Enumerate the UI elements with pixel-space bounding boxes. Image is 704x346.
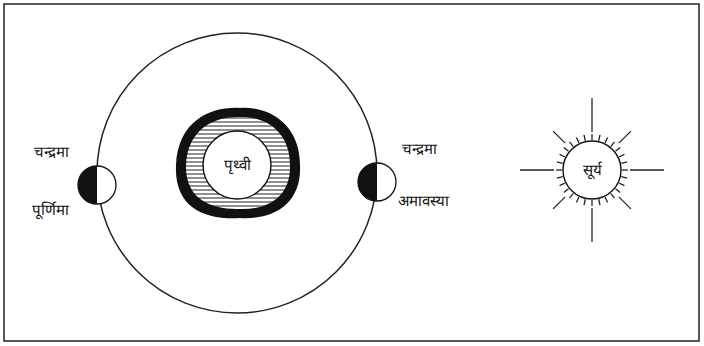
sun-ray (520, 169, 554, 170)
moon-dark-half (78, 166, 97, 204)
sun-ray (553, 197, 565, 209)
frame (4, 4, 699, 341)
sun-tick (611, 193, 615, 198)
sun-tick (599, 135, 600, 141)
sun-tick (576, 138, 579, 143)
sun-tick (570, 193, 574, 198)
sun-tick (605, 197, 608, 202)
sun-tick (605, 138, 608, 143)
full-moon: चन्द्रमापूर्णिमा (77, 165, 117, 205)
sun-tick (599, 199, 600, 205)
earth-circle-disc (203, 131, 271, 199)
moon-dark-half (358, 163, 377, 201)
sun-tick (564, 189, 569, 193)
sun-tick (622, 169, 628, 170)
earth-circle: पृथ्वी (202, 130, 272, 200)
sun-tick (557, 177, 563, 178)
sun-tick (591, 200, 592, 206)
sun-circle: सूर्य (562, 140, 622, 200)
sun-tick (615, 189, 620, 193)
sun-ray (619, 197, 631, 209)
full-moon-outline (77, 165, 117, 205)
new-moon-outline (357, 162, 397, 202)
sun-tick (560, 154, 565, 157)
phase-label: पूर्णिमा (32, 201, 69, 219)
body-label: सूर्य (583, 161, 602, 179)
earth-shadow (176, 108, 300, 218)
sun-tick (619, 154, 624, 157)
sun-rays (520, 98, 664, 242)
sun-tick (611, 142, 615, 147)
sun-tick (591, 134, 592, 140)
sun-tick (570, 142, 574, 147)
new-moon: चन्द्रमाअमावस्या (357, 162, 397, 202)
sun-tick (615, 148, 620, 152)
sun-ray (630, 169, 664, 170)
sun-tick (560, 183, 565, 186)
sun-tick (621, 162, 627, 163)
moon-lit-half (358, 163, 396, 201)
moon-label: चन्द्रमा (402, 140, 437, 158)
sun-tick (576, 197, 579, 202)
earth-atmosphere (186, 117, 290, 209)
sun-tick (564, 148, 569, 152)
sun-tick (584, 199, 585, 205)
sun-tick (584, 135, 585, 141)
moon-label: चन्द्रमा (34, 143, 69, 161)
sun-tick (556, 169, 562, 170)
sun-ray (591, 98, 592, 132)
sun-circle-disc (563, 141, 621, 199)
sun-tick (619, 183, 624, 186)
sun-ray (591, 208, 592, 242)
sun-ray (553, 131, 565, 143)
sun-ray (619, 131, 631, 143)
sun-tick (557, 162, 563, 163)
phase-label: अमावस्या (398, 192, 449, 210)
body-label: पृथ्वी (224, 156, 251, 174)
moon-orbit (97, 33, 377, 313)
moon-lit-half (78, 166, 116, 204)
sun-tick (621, 177, 627, 178)
